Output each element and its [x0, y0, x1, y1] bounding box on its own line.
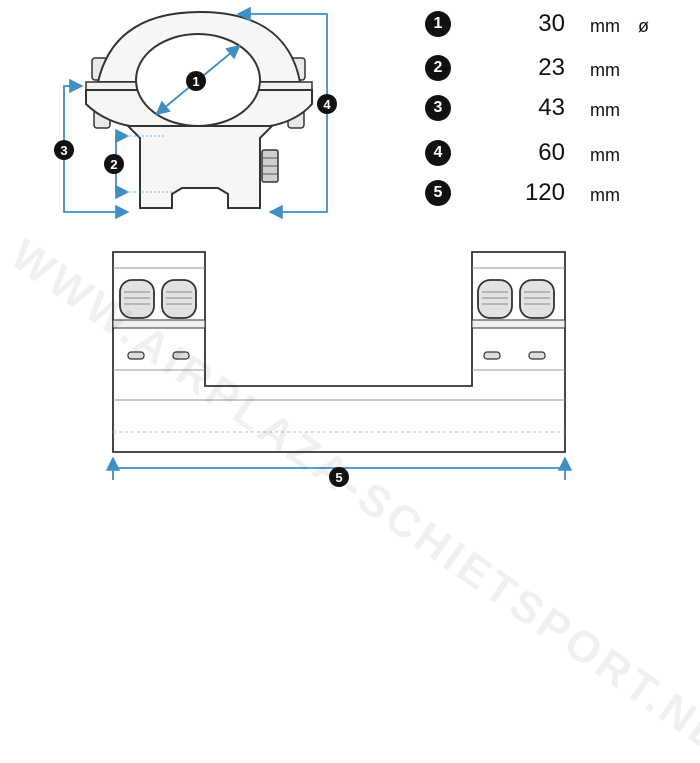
split-right	[471, 319, 566, 329]
hole-1	[127, 351, 145, 360]
callout-1-label: 1	[192, 74, 199, 89]
mount-leg	[125, 125, 275, 209]
spec-row-5: 5 120 mm	[425, 177, 665, 209]
spec-4-value: 60	[538, 139, 565, 166]
spec-1-badge: 1	[425, 11, 451, 37]
callout-2-label: 2	[110, 157, 117, 172]
spec-row-3: 3 43 mm	[425, 92, 665, 124]
hole-4	[528, 351, 546, 360]
cap-screw-2	[161, 279, 197, 319]
spec-row-2: 2 23 mm	[425, 52, 665, 84]
spec-3-badge: 3	[425, 95, 451, 121]
callout-3: 3	[54, 140, 74, 160]
cap-screw-4	[519, 279, 555, 319]
spec-3-unit: mm	[590, 100, 620, 120]
spec-2-badge: 2	[425, 55, 451, 81]
cap-screw-1	[119, 279, 155, 319]
spec-2-unit: mm	[590, 60, 620, 80]
callout-4-label: 4	[323, 97, 331, 112]
spec-5-unit: mm	[590, 185, 620, 205]
diagram-svg: 1 2 3 4 5	[54, 6, 573, 487]
spec-5-value: 120	[524, 179, 565, 206]
callout-5-label: 5	[335, 470, 342, 485]
spec-1-symbol: ø	[638, 16, 649, 36]
hole-3	[483, 351, 501, 360]
callout-2: 2	[104, 154, 124, 174]
spec-row-4: 4 60 mm	[425, 137, 665, 169]
spec-2-value: 23	[538, 54, 565, 81]
spec-4-badge: 4	[425, 140, 451, 166]
callout-3-label: 3	[60, 143, 67, 158]
callout-4: 4	[317, 94, 337, 114]
spec-1-unit: mm	[590, 16, 620, 36]
spec-1-value: 30	[538, 10, 565, 37]
callout-1: 1	[186, 71, 206, 91]
cap-screw-3	[477, 279, 513, 319]
side-body	[112, 251, 566, 453]
spec-3-value: 43	[538, 94, 565, 121]
diagram-stage: 1 2 3 4 5	[54, 6, 573, 487]
spec-5-badge: 5	[425, 180, 451, 206]
split-left	[112, 319, 206, 329]
spec-row-1: 1 30 mm ø	[425, 8, 665, 40]
hole-2	[172, 351, 190, 360]
callout-5: 5	[329, 467, 349, 487]
front-view	[85, 10, 313, 209]
side-view	[112, 251, 566, 453]
spec-4-unit: mm	[590, 145, 620, 165]
